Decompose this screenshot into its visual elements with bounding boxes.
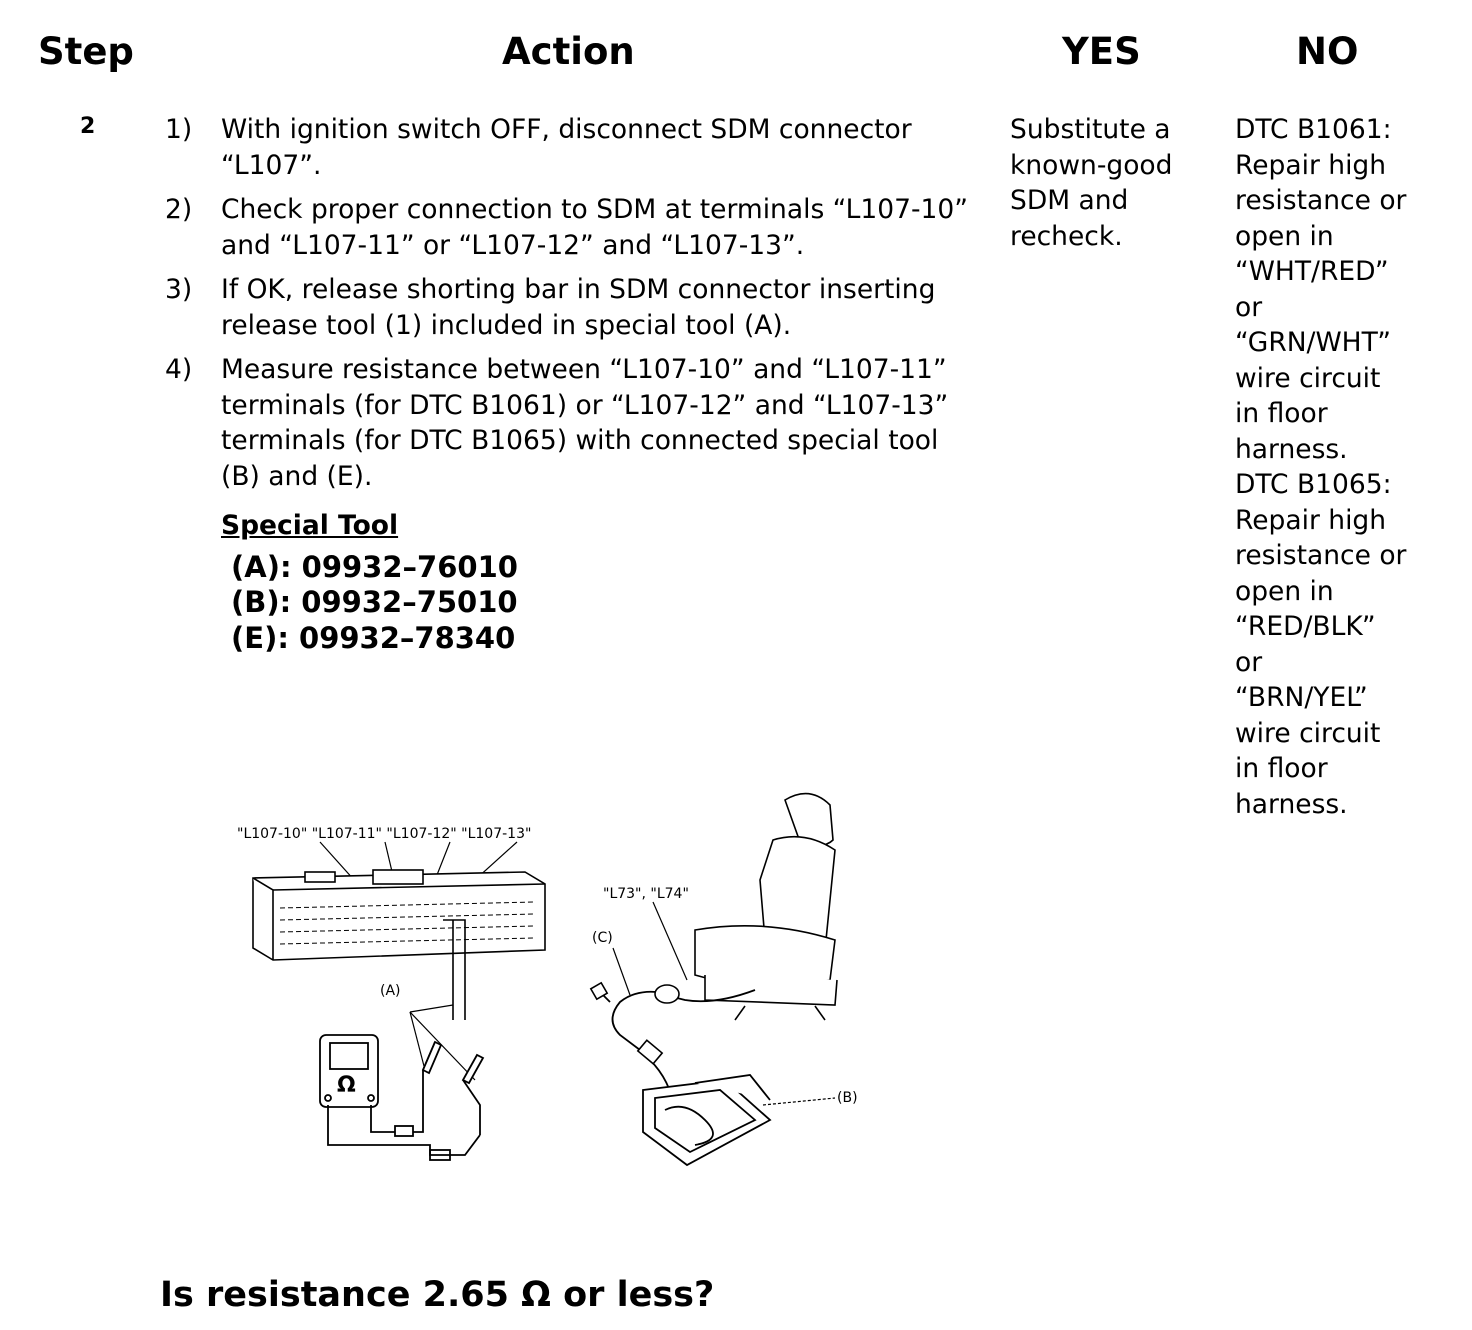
no-line: in floor [1235, 398, 1328, 429]
no-line: in floor [1235, 753, 1328, 784]
meter-leads [327, 1041, 481, 1161]
probe-lead [443, 919, 466, 1020]
no-line: harness. [1235, 433, 1348, 465]
action-item: 3) If OK, release shorting bar in SDM co… [165, 272, 985, 343]
special-tool-item: (B): 09932–75010 [231, 585, 518, 619]
action-item-text: Measure resistance between “L107-10” and… [221, 354, 949, 492]
no-line: “BRN/YEL” [1235, 682, 1368, 713]
action-item-number: 3) [165, 274, 193, 305]
special-tool-b [642, 1074, 772, 1167]
no-line: Repair high [1235, 504, 1387, 536]
no-line: DTC B1065: [1235, 469, 1392, 500]
sdm-connector [252, 869, 546, 961]
terminal-labels: "L107-10" "L107-11" "L107-12" "L107-13" [237, 826, 531, 842]
ohmmeter [319, 1034, 379, 1108]
no-column: DTC B1061: Repair high resistance or ope… [1235, 112, 1465, 822]
no-line: DTC B1061: [1235, 114, 1392, 145]
action-item: 4) Measure resistance between “L107-10” … [165, 352, 985, 494]
label-a-leaders [409, 1004, 476, 1081]
no-line: harness. [1235, 788, 1348, 820]
yes-column: Substitute a known-good SDM and recheck. [1010, 112, 1210, 254]
no-line: or [1235, 291, 1263, 323]
action-column: 1) With ignition switch OFF, disconnect … [165, 112, 985, 656]
connector-labels: "L73", "L74" [603, 886, 689, 902]
wiring-figure: "L107-10" "L107-11" "L107-12" "L107-13" … [237, 792, 858, 1167]
special-tool-title: Special Tool [221, 510, 399, 541]
label-b: (B) [837, 1090, 858, 1106]
no-line: resistance or [1235, 185, 1407, 216]
seat-leaders [612, 901, 688, 996]
question: Is resistance 2.65 Ω or less? [160, 1275, 715, 1315]
no-line: wire circuit [1235, 362, 1381, 394]
harness-connectors [589, 981, 680, 1065]
no-line: “RED/BLK” [1235, 611, 1376, 642]
header-no: NO [1296, 30, 1359, 73]
header-action: Action [502, 30, 635, 73]
step-number: 2 [80, 114, 96, 139]
header-yes: YES [1062, 30, 1141, 73]
action-item-number: 2) [165, 194, 193, 225]
no-line: open in [1235, 220, 1334, 252]
label-a: (A) [380, 983, 401, 999]
action-item: 1) With ignition switch OFF, disconnect … [165, 112, 985, 183]
yes-line: Substitute a [1010, 114, 1171, 145]
special-tool-item: (E): 09932–78340 [231, 620, 516, 655]
special-tool-item: (A): 09932–76010 [231, 549, 518, 584]
probe-tips [421, 1040, 485, 1085]
no-line: wire circuit [1235, 717, 1381, 749]
action-item: 2) Check proper connection to SDM at ter… [165, 192, 985, 263]
yes-line: recheck. [1010, 220, 1123, 252]
seat [694, 792, 838, 1021]
no-line: or [1235, 646, 1263, 678]
yes-line: known-good [1010, 149, 1173, 181]
yes-line: SDM and [1010, 185, 1129, 216]
action-item-text: Check proper connection to SDM at termin… [221, 194, 968, 261]
action-item-text: With ignition switch OFF, disconnect SDM… [221, 114, 912, 181]
header-step: Step [38, 30, 134, 73]
action-item-number: 4) [165, 354, 193, 385]
label-c: (C) [592, 930, 613, 946]
ohm-symbol: Ω [337, 1073, 356, 1098]
no-line: Repair high [1235, 149, 1387, 181]
no-line: “GRN/WHT” [1235, 327, 1391, 358]
no-line: resistance or [1235, 540, 1407, 571]
action-item-text: If OK, release shorting bar in SDM conne… [221, 274, 936, 341]
action-item-number: 1) [165, 114, 193, 145]
label-b-leader [762, 1097, 836, 1106]
no-line: open in [1235, 575, 1334, 607]
no-line: “WHT/RED” [1235, 256, 1389, 287]
special-tool-list: (A): 09932–76010 (B): 09932–75010 (E): 0… [231, 550, 985, 657]
